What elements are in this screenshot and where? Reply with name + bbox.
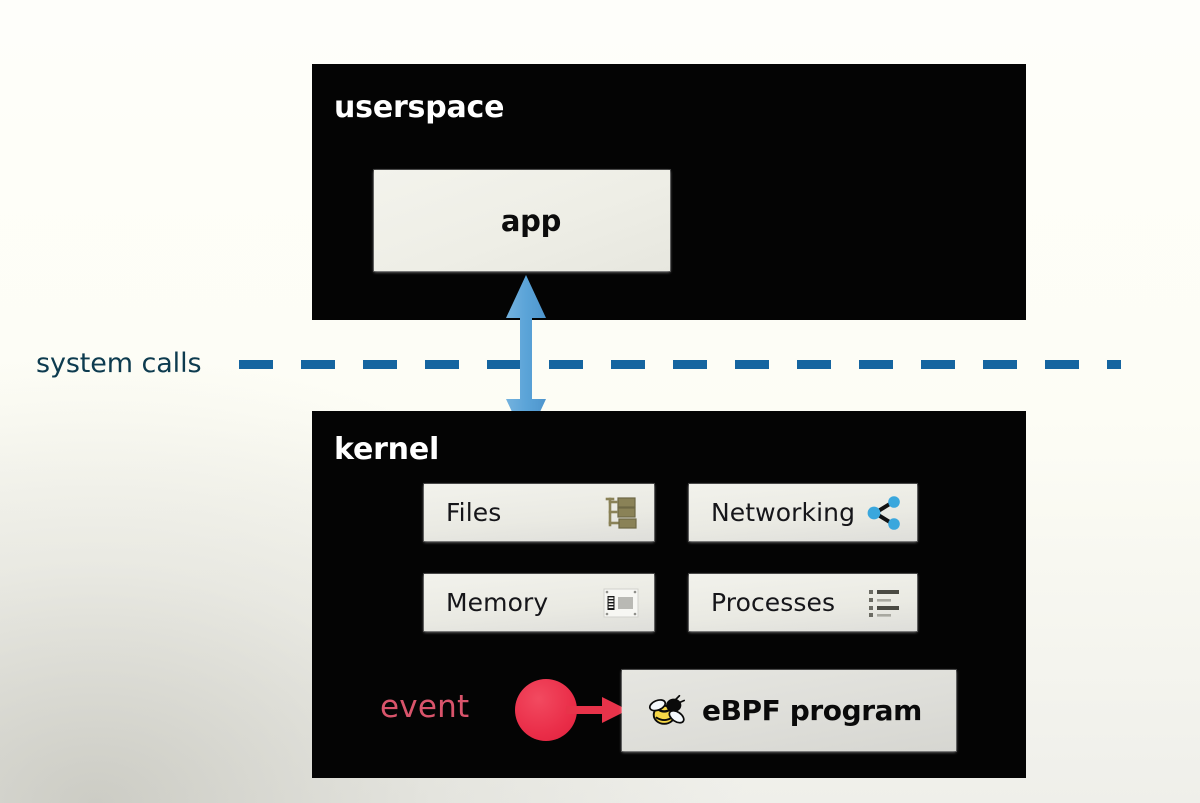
event-label: event (380, 689, 470, 725)
app-card-label: app (500, 203, 562, 238)
memory-chip-icon (601, 583, 641, 623)
bidirectional-arrow-icon (506, 275, 546, 442)
system-calls-label: system calls (36, 348, 202, 379)
file-tree-icon (601, 493, 641, 533)
app-card[interactable]: app (374, 170, 670, 271)
bee-icon (648, 691, 688, 731)
ebpf-program-card[interactable]: eBPF program (622, 670, 956, 751)
subsystem-card-files[interactable]: Files (424, 484, 654, 541)
subsystem-card-networking[interactable]: Networking (689, 484, 917, 541)
share-nodes-icon (864, 493, 904, 533)
subsystem-label-networking: Networking (711, 498, 856, 527)
subsystem-card-memory[interactable]: Memory (424, 574, 654, 631)
ebpf-program-label: eBPF program (702, 694, 922, 727)
subsystem-label-files: Files (446, 498, 502, 527)
task-list-icon (864, 583, 904, 623)
userspace-title: userspace (334, 90, 505, 125)
subsystem-label-processes: Processes (711, 588, 836, 617)
system-calls-dashed-line (239, 360, 1121, 369)
subsystem-label-memory: Memory (446, 588, 549, 617)
kernel-title: kernel (334, 432, 440, 467)
subsystem-card-processes[interactable]: Processes (689, 574, 917, 631)
event-arrow-icon (566, 697, 628, 723)
